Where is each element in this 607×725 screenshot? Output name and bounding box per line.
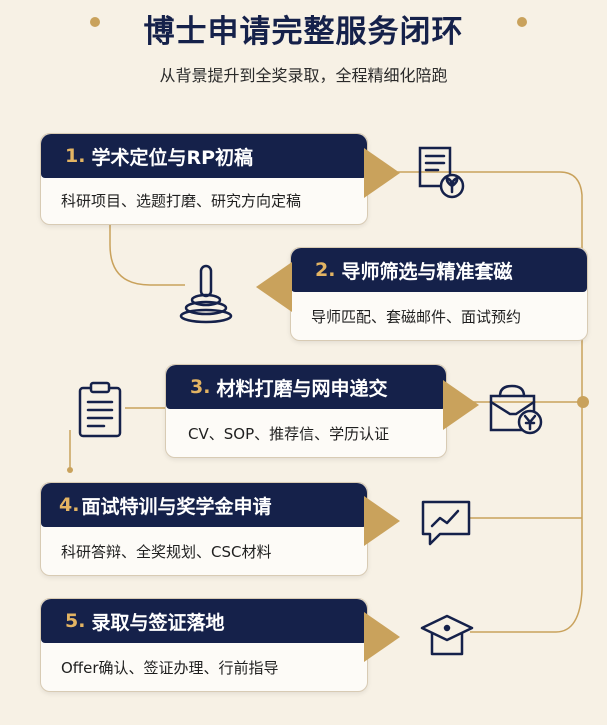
step-desc-5: Offer确认、签证办理、行前指导 xyxy=(61,659,279,677)
step-title-2: 导师筛选与精准套磁 xyxy=(341,260,513,283)
page-subtitle: 从背景提升到全奖录取，全程精细化陪跑 xyxy=(159,66,448,85)
step-number-4: 4. xyxy=(59,494,80,516)
page-title: 博士申请完整服务闭环 xyxy=(143,14,464,50)
gold-arrow-4 xyxy=(364,496,400,546)
gold-arrow-2 xyxy=(256,262,292,312)
step-card-3: 3. 材料打磨与网申递交 CV、SOP、推荐信、学历认证 xyxy=(165,364,447,458)
step-desc-2: 导师匹配、套磁邮件、面试预约 xyxy=(311,308,522,326)
gold-arrow-3 xyxy=(443,380,479,430)
step-title-1: 学术定位与RP初稿 xyxy=(91,146,254,169)
gold-arrow-5 xyxy=(364,612,400,662)
clipboard-icon xyxy=(78,381,122,438)
step-card-2: 2. 导师筛选与精准套磁 导师匹配、套磁邮件、面试预约 xyxy=(290,247,588,341)
step-desc-4: 科研答辩、全奖规划、CSC材料 xyxy=(61,543,272,561)
step-header-2: 2. 导师筛选与精准套磁 xyxy=(291,248,587,292)
step-number-5: 5. xyxy=(65,610,86,632)
title-deco-left-dot xyxy=(90,17,100,27)
step-number-2: 2. xyxy=(315,259,336,281)
money-folder-icon xyxy=(489,384,543,435)
chat-chart-icon xyxy=(421,500,471,546)
connector-dot xyxy=(577,396,589,408)
step-desc-1: 科研项目、选题打磨、研究方向定稿 xyxy=(61,192,302,210)
step-header-1: 1. 学术定位与RP初稿 xyxy=(41,134,367,178)
step-header-3: 3. 材料打磨与网申递交 xyxy=(166,365,446,409)
step-title-4: 面试特训与奖学金申请 xyxy=(81,495,272,518)
document-seed-icon xyxy=(418,146,465,199)
step-card-4: 4. 面试特训与奖学金申请 科研答辩、全奖规划、CSC材料 xyxy=(40,482,368,576)
title-deco-right-dot xyxy=(517,17,527,27)
step-header-4: 4. 面试特训与奖学金申请 xyxy=(41,483,367,527)
step-number-1: 1. xyxy=(65,145,86,167)
graduation-cap-icon xyxy=(420,614,474,656)
gold-arrow-1 xyxy=(364,148,400,198)
step-number-3: 3. xyxy=(190,376,211,398)
step-desc-3: CV、SOP、推荐信、学历认证 xyxy=(188,425,390,443)
step-title-3: 材料打磨与网申递交 xyxy=(216,377,388,400)
step-card-5: 5. 录取与签证落地 Offer确认、签证办理、行前指导 xyxy=(40,598,368,692)
step-card-1: 1. 学术定位与RP初稿 科研项目、选题打磨、研究方向定稿 xyxy=(40,133,368,225)
step-title-5: 录取与签证落地 xyxy=(91,611,225,634)
step-header-5: 5. 录取与签证落地 xyxy=(41,599,367,643)
stacked-rings-icon xyxy=(179,264,233,324)
connector-dot xyxy=(67,467,73,473)
